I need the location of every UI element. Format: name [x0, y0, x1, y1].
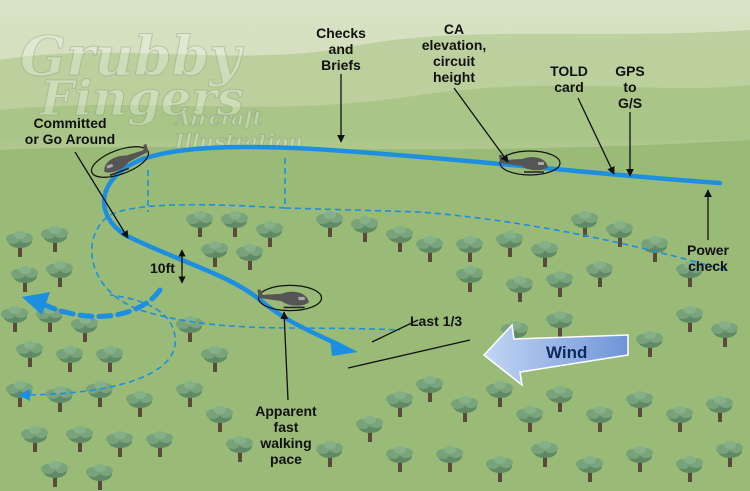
gps-label: GPS to G/S: [615, 63, 645, 111]
svg-text:Committed: Committed: [33, 115, 106, 131]
svg-text:Power: Power: [687, 242, 730, 258]
apparent-pace-label: Apparent fast walking pace: [255, 403, 317, 467]
ca-elevation-label: CA elevation, circuit height: [422, 21, 487, 85]
svg-text:Apparent: Apparent: [255, 403, 317, 419]
svg-text:GPS: GPS: [615, 63, 645, 79]
svg-text:height: height: [433, 69, 475, 85]
svg-text:TOLD: TOLD: [550, 63, 588, 79]
svg-text:Checks: Checks: [316, 25, 366, 41]
svg-text:and: and: [329, 41, 354, 57]
svg-text:or Go Around: or Go Around: [25, 131, 115, 147]
svg-text:CA: CA: [444, 21, 464, 37]
svg-text:to: to: [623, 79, 636, 95]
svg-text:pace: pace: [270, 451, 302, 467]
last-third-label: Last 1/3: [410, 313, 462, 329]
power-check-label: Power check: [687, 242, 730, 274]
wind-label: Wind: [546, 343, 587, 362]
leader-lines: [74, 74, 712, 401]
checks-briefs-label: Checks and Briefs: [316, 25, 366, 73]
svg-text:Briefs: Briefs: [321, 57, 361, 73]
svg-text:check: check: [688, 258, 728, 274]
wind-arrow-icon: Wind: [482, 323, 629, 387]
watermark-line1: Grubby: [20, 24, 244, 88]
ground-track: [19, 158, 726, 396]
svg-text:circuit: circuit: [433, 53, 475, 69]
svg-text:fast: fast: [274, 419, 299, 435]
height-marker: 10ft: [150, 249, 186, 284]
watermark-line3: Aircraft: [173, 106, 263, 130]
svg-text:G/S: G/S: [618, 95, 642, 111]
svg-text:walking: walking: [259, 435, 311, 451]
committed-label: Committed or Go Around: [25, 115, 115, 147]
svg-text:elevation,: elevation,: [422, 37, 487, 53]
svg-text:card: card: [554, 79, 584, 95]
watermark-line2: Fingers: [38, 71, 244, 127]
height-label: 10ft: [150, 260, 175, 276]
told-card-label: TOLD card: [550, 63, 588, 95]
last-third-marker: Last 1/3: [347, 313, 471, 369]
flight-path: [18, 144, 723, 401]
